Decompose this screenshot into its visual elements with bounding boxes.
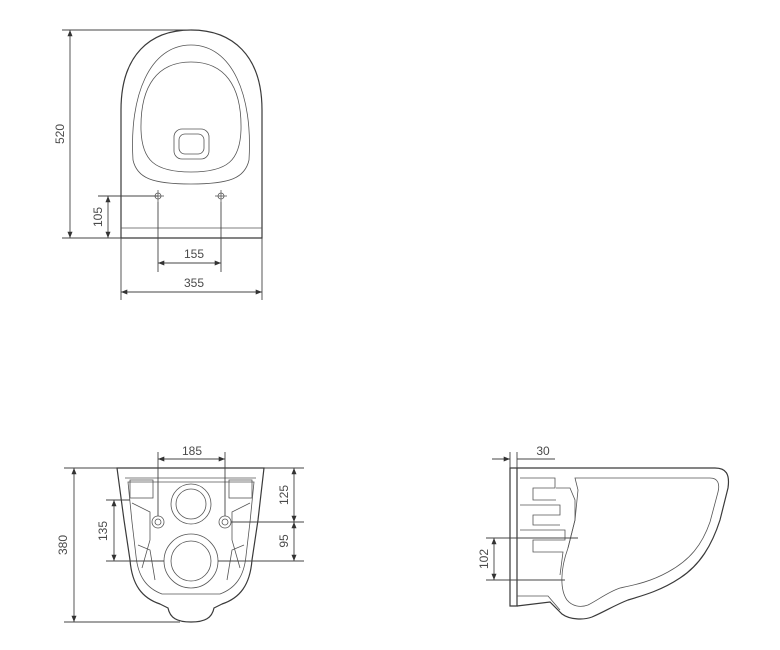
fixing-hole-right <box>215 190 227 202</box>
rear-view-right-rib <box>231 502 251 569</box>
side-view-wall-plate <box>509 467 518 607</box>
dim-135-label: 135 <box>96 521 110 541</box>
dim-102-label: 102 <box>477 549 491 569</box>
rear-view-left-rib-2 <box>137 544 156 581</box>
side-view-bowl-inner <box>561 477 720 607</box>
side-view-outline <box>516 467 730 620</box>
top-view-rim <box>132 44 250 185</box>
dim-520-label: 520 <box>53 124 67 144</box>
dim-105-label: 105 <box>91 207 105 227</box>
side-view-rear-ribs-3 <box>520 529 566 576</box>
dim-185-label: 185 <box>182 444 202 458</box>
side-view-rear-ribs-1 <box>520 477 556 501</box>
dim-30-label: 30 <box>536 444 550 458</box>
top-view-drain-inner <box>178 133 205 155</box>
rear-view-inlet <box>170 483 212 525</box>
rear-view-right-rib-2 <box>226 544 245 581</box>
rear-view-inner-outline <box>127 481 255 595</box>
rear-view-left-pocket <box>129 479 154 499</box>
side-view-neck <box>556 487 576 549</box>
dim-380-label: 380 <box>56 535 70 555</box>
dim-355-label: 355 <box>184 276 204 290</box>
side-view: 30 102 <box>477 444 730 620</box>
side-view-rear-ribs-2 <box>520 504 561 526</box>
rear-view-left-rib <box>131 502 151 569</box>
rear-view: 185 380 135 125 95 <box>56 444 304 623</box>
rear-view-hole-right <box>218 515 232 529</box>
top-view-drain <box>173 128 210 160</box>
rear-view-outlet <box>163 533 219 589</box>
rear-view-right-pocket <box>228 479 253 499</box>
dim-125-label: 125 <box>277 485 291 505</box>
side-view-base-line <box>517 595 561 611</box>
dim-95-label: 95 <box>277 534 291 548</box>
top-view-outline <box>120 29 263 239</box>
top-view-bowl-inner <box>140 61 242 173</box>
dim-155-label: 155 <box>184 247 204 261</box>
rear-view-outline <box>116 467 265 623</box>
rear-view-hole-left <box>151 515 165 529</box>
top-view: 520 105 155 355 <box>53 29 263 300</box>
